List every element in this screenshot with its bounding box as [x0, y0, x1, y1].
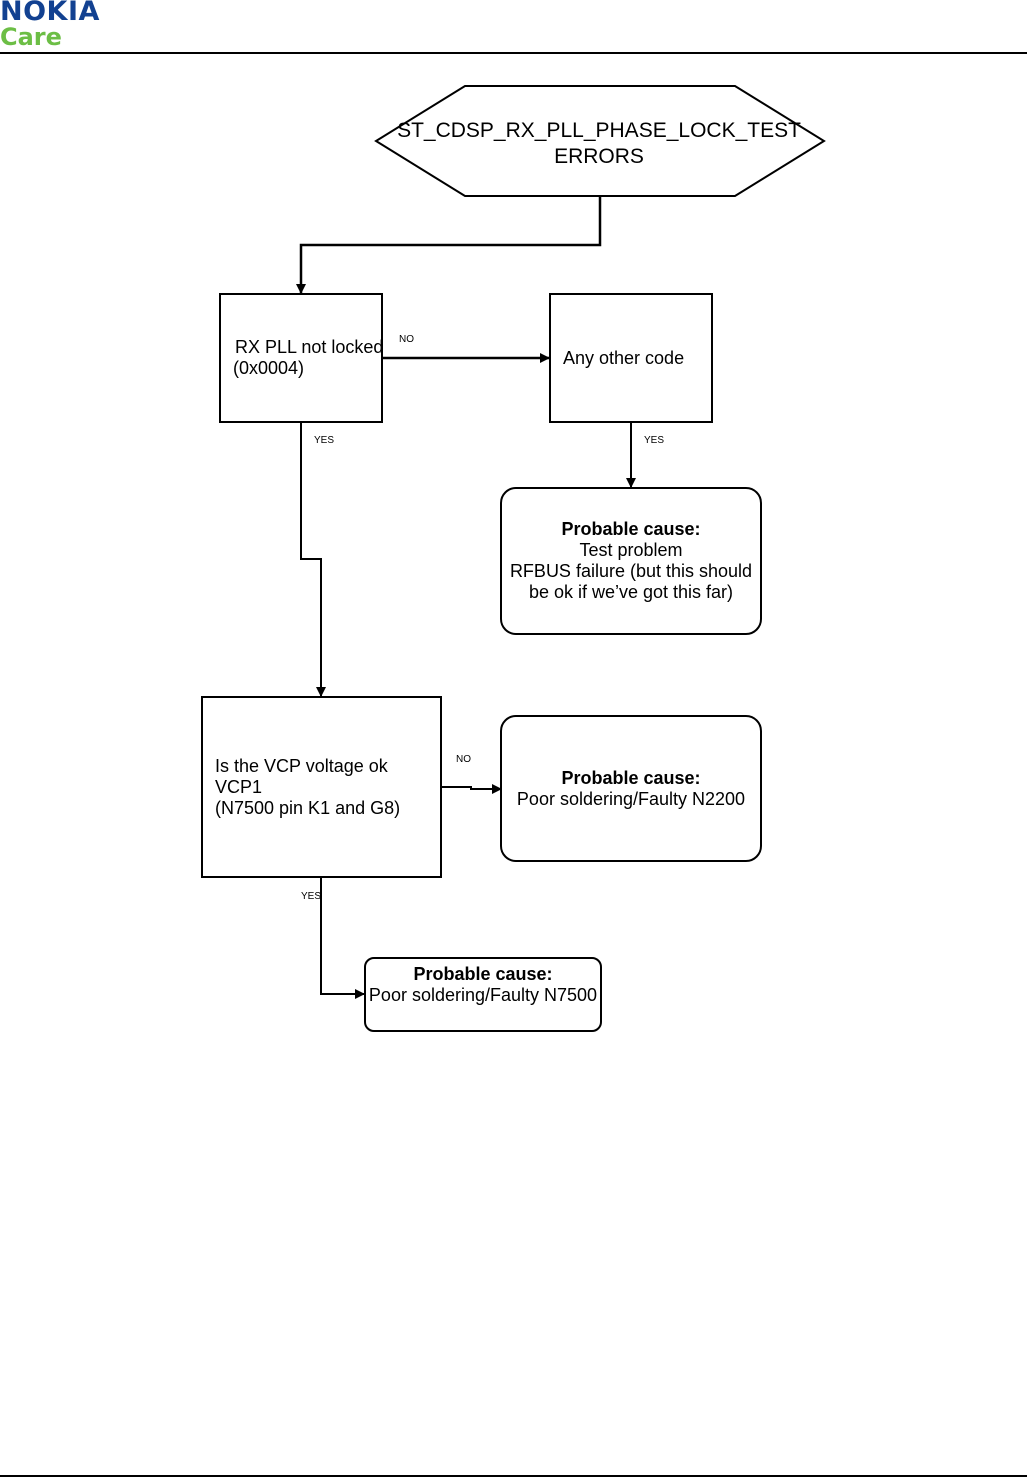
cause-n2200: Probable cause: Poor soldering/Faulty N2…	[500, 715, 762, 862]
start-hexagon	[374, 85, 826, 197]
start-line2: ERRORS	[554, 145, 644, 168]
cause-n2200-line1: Poor soldering/Faulty N2200	[516, 788, 746, 809]
cause-test-line3: be ok if we’ve got this far)	[528, 582, 734, 602]
connector-vcp-yes	[320, 877, 365, 999]
cause-test-line1: Test problem	[579, 540, 683, 560]
connector-vcp-no	[441, 784, 502, 794]
start-line1: ST_CDSP_RX_PLL_PHASE_LOCK_TEST	[397, 119, 801, 142]
connector-start-to-pll	[296, 196, 602, 294]
vcp-line2: VCP1	[215, 776, 263, 797]
cause-n7500-line1: Poor soldering/Faulty N7500	[368, 985, 598, 1005]
label-vcp-no: NO	[456, 754, 471, 765]
cause-test-line2: RFBUS failure (but this should	[509, 561, 753, 581]
decision-rx-pll: RX PLL not locked (0x0004)	[219, 293, 383, 423]
other-code-line1: Any other code	[563, 347, 685, 368]
label-vcp-yes: YES	[301, 891, 322, 902]
cause-n2200-title: Probable cause:	[561, 767, 701, 788]
label-other-yes: YES	[644, 435, 665, 446]
cause-n7500: Probable cause: Poor soldering/Faulty N7…	[364, 957, 602, 1032]
cause-n7500-title: Probable cause:	[413, 964, 553, 984]
vcp-line1: Is the VCP voltage ok	[215, 755, 388, 776]
header-rule	[0, 52, 1027, 54]
footer-rule	[0, 1475, 1027, 1477]
vcp-line3: (N7500 pin K1 and G8)	[215, 797, 401, 818]
brand-care: Care	[0, 23, 62, 51]
connector-pll-yes	[300, 422, 326, 697]
rx-pll-line2: (0x0004)	[233, 358, 305, 378]
cause-test-problem: Probable cause: Test problem RFBUS failu…	[500, 487, 762, 635]
rx-pll-line1: RX PLL not locked	[235, 337, 384, 357]
decision-vcp-voltage: Is the VCP voltage ok VCP1 (N7500 pin K1…	[201, 696, 442, 878]
cause-test-title: Probable cause:	[561, 519, 701, 539]
start-node: ST_CDSP_RX_PLL_PHASE_LOCK_TEST ERRORS	[376, 118, 822, 170]
decision-other-code: Any other code	[549, 293, 713, 423]
label-pll-yes: YES	[314, 435, 335, 446]
brand-nokia: NOKIA	[0, 0, 100, 27]
label-pll-no: NO	[399, 334, 414, 345]
